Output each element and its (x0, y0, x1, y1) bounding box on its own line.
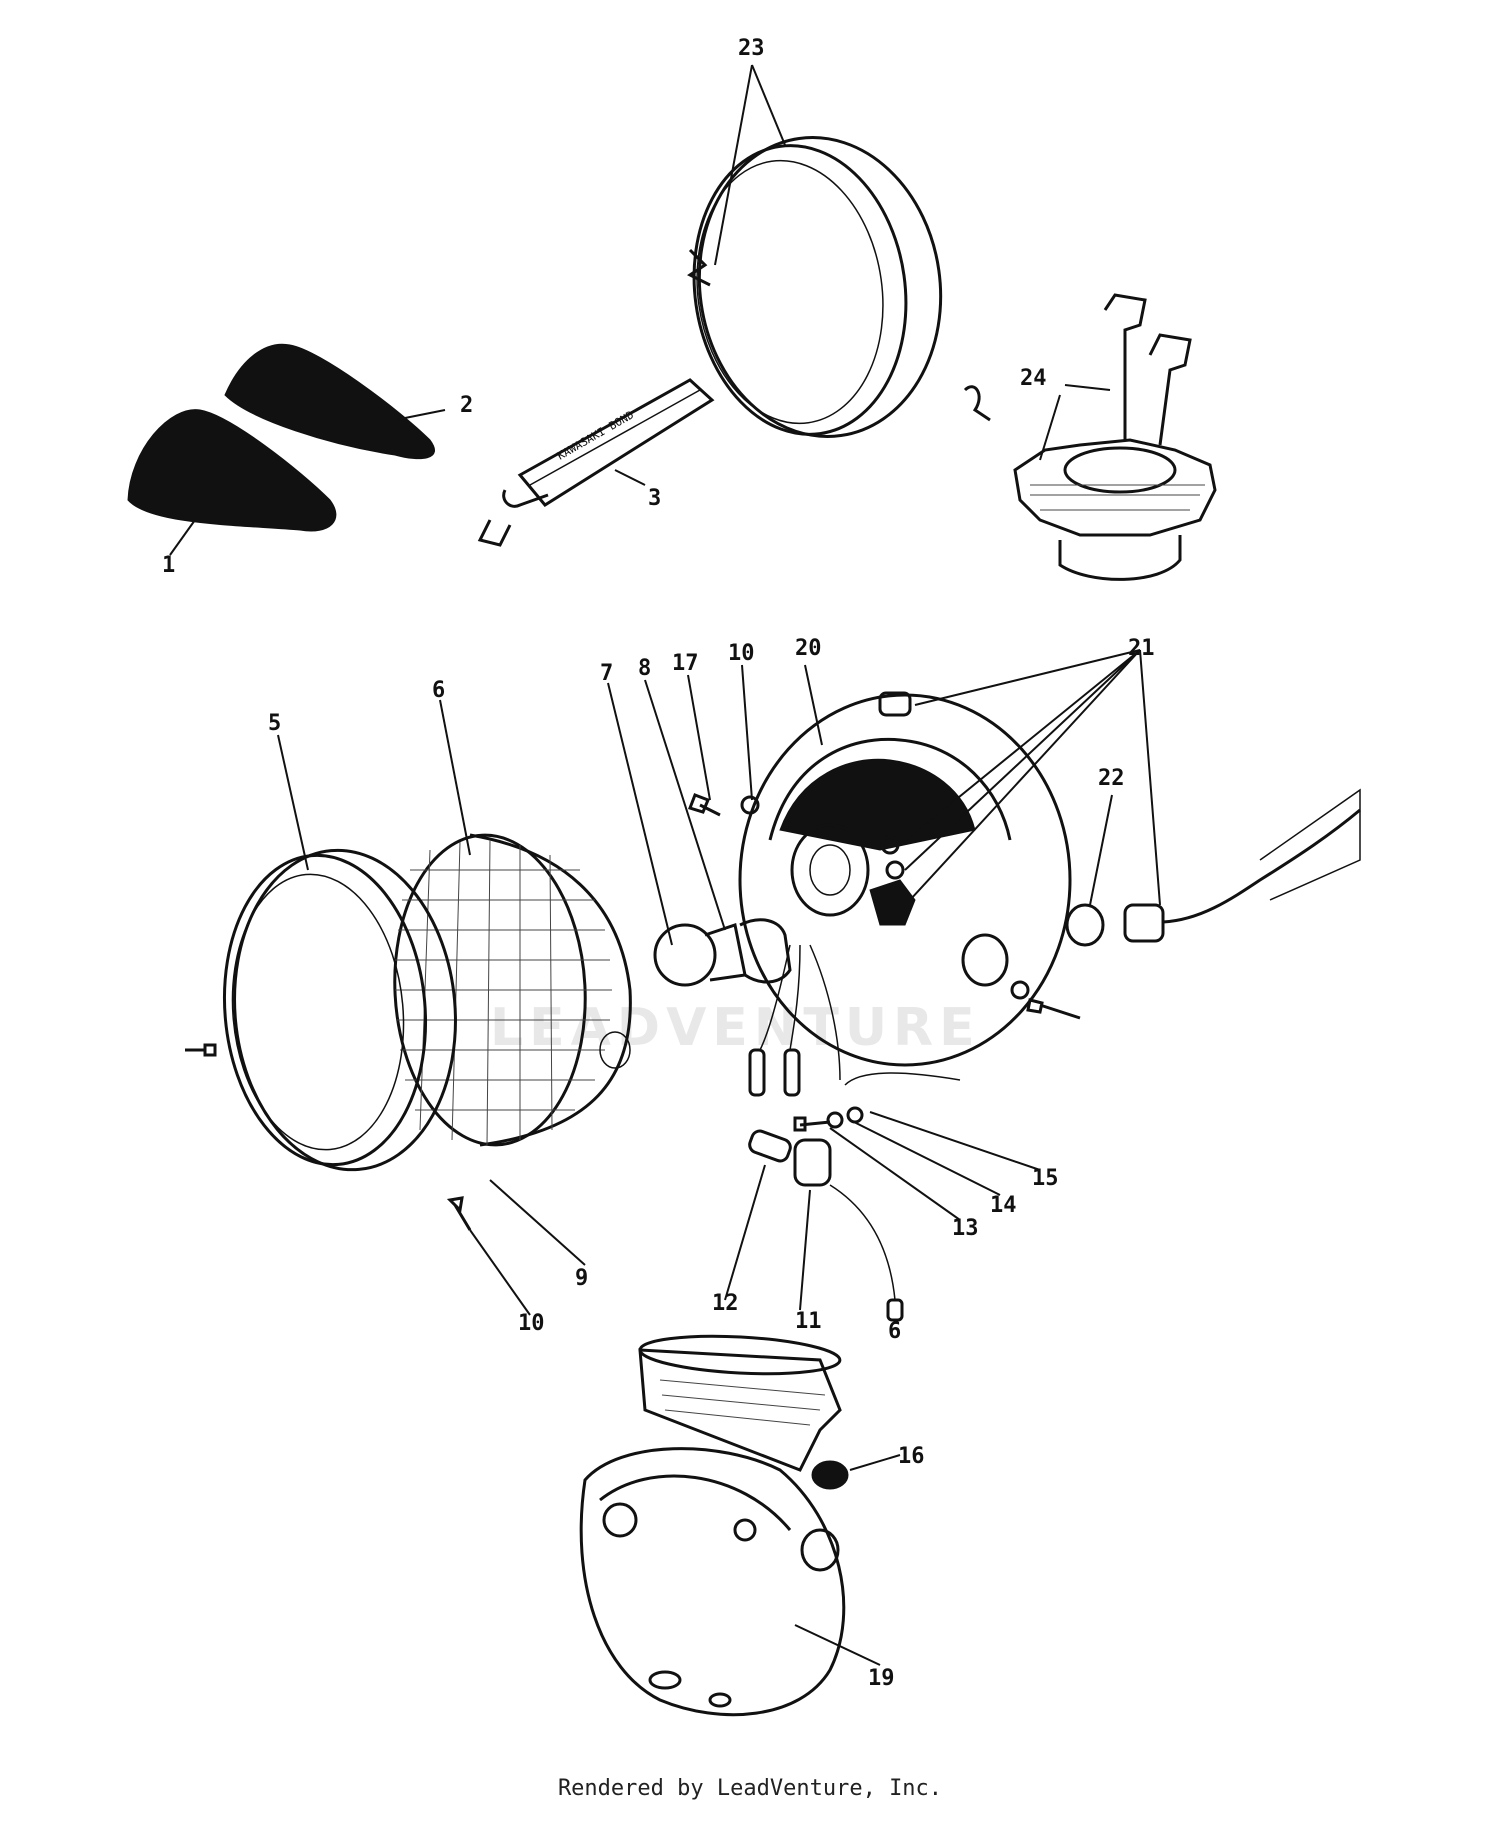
callout-8: 8 (638, 656, 651, 681)
callout-21: 21 (1128, 636, 1155, 661)
screws (185, 793, 1081, 1231)
part-20-headlight-shell (738, 693, 1072, 1067)
part-3-bond-tube: KAWASAKI BOND (477, 378, 715, 547)
callout-17: 17 (672, 651, 699, 676)
callout-5: 5 (268, 711, 281, 736)
callout-9: 9 (575, 1266, 588, 1291)
callout-11: 11 (795, 1309, 822, 1334)
callout-12: 12 (712, 1291, 739, 1316)
callout-3: 3 (648, 486, 661, 511)
leader-lines (169, 64, 1161, 1666)
callout-15: 15 (1032, 1166, 1059, 1191)
footer-credit: Rendered by LeadVenture, Inc. (557, 1776, 943, 1801)
part-7-bulb (653, 918, 792, 987)
callout-19: 19 (868, 1666, 895, 1691)
callout-16: 16 (898, 1444, 925, 1469)
part-23-rim (687, 136, 991, 438)
callout-20: 20 (795, 636, 822, 661)
callout-18: 10 (728, 641, 755, 666)
part-19-lower-case (579, 1334, 846, 1717)
callout-14: 14 (990, 1193, 1017, 1218)
callout-2: 2 (460, 393, 473, 418)
part-11-12-pilot-socket (748, 1129, 904, 1322)
callout-1: 1 (162, 553, 175, 578)
callout-7: 7 (600, 661, 613, 686)
callout-labels: 23 2 3 1 24 5 6 7 8 17 10 20 21 22 15 14… (162, 36, 1155, 1691)
callout-13: 13 (952, 1216, 979, 1241)
part-1-pad (127, 409, 337, 532)
callout-6b: 6 (888, 1319, 901, 1344)
callout-6: 6 (432, 678, 445, 703)
part-6-sealed-beam-lens (393, 833, 632, 1147)
part-24-ignition-switch (1013, 293, 1217, 581)
watermark-text: LEADVENTURE (490, 998, 981, 1058)
callout-22: 22 (1098, 766, 1125, 791)
part-2-pad (224, 343, 436, 460)
part-5-front-rim (222, 848, 457, 1172)
wiring-harness (748, 944, 961, 1097)
part-16-grommet (811, 1460, 849, 1490)
part-21-grommet (878, 691, 912, 717)
callout-10: 10 (518, 1311, 545, 1336)
part-22-bulb-socket (1065, 788, 1361, 947)
callout-23: 23 (738, 36, 765, 61)
callout-24: 24 (1020, 366, 1047, 391)
